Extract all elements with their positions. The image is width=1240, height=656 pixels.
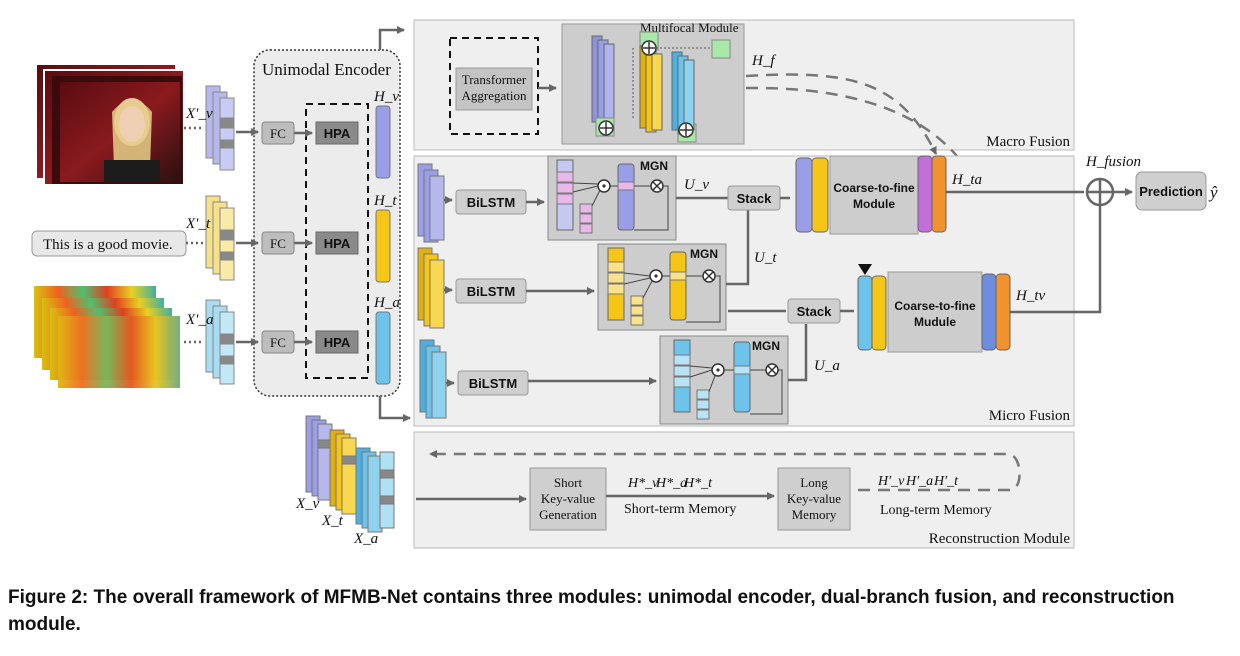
xv-prime-stack: [205, 85, 235, 171]
macro-fusion-title: Macro Fusion: [986, 134, 1070, 150]
input-arrows: [184, 126, 204, 344]
ha-label: H_a: [373, 295, 400, 311]
xa-prime-stack: [205, 299, 235, 385]
ht-feature: [375, 209, 391, 283]
micro-fusion-title: Micro Fusion: [989, 408, 1071, 424]
transformer-aggregation-line2: Aggregation: [462, 88, 527, 103]
hta-label: H_ta: [951, 172, 982, 188]
stack-2: Stack: [728, 298, 854, 324]
bilstm-audio-label: BiLSTM: [469, 376, 517, 391]
hf-label: H_f: [751, 53, 776, 69]
ht-star-label: H*_t: [683, 476, 713, 491]
fc-text-label: FC: [270, 236, 286, 251]
reconstruction-panel: Reconstruction Module Short Key-value Ge…: [413, 431, 1075, 549]
encoder-output-arrows: [378, 26, 411, 422]
framework-diagram: This is a good movie. X′_v X′_t X′_a: [31, 19, 1218, 549]
xt-label: X_t: [321, 513, 344, 529]
fusion-output: H_fusion Prediction ŷ: [1085, 154, 1218, 211]
ua-label: U_a: [814, 358, 840, 374]
ctf-2-line1: Coarse-to-fine: [894, 299, 976, 313]
uv-label: U_v: [684, 177, 709, 193]
mgn-audio-label: MGN: [752, 339, 780, 353]
short-term-memory-label: Short-term Memory: [624, 502, 736, 517]
ctf-2-line2: Mudule: [914, 315, 956, 329]
prediction-label: Prediction: [1139, 184, 1203, 199]
hv-feature: [375, 105, 391, 179]
fc-audio-label: FC: [270, 335, 286, 350]
xa-label: X_a: [353, 531, 378, 547]
short-kv-line1: Short: [554, 475, 583, 490]
visual-branch: BiLSTM MGN U_v: [417, 155, 728, 243]
mgn-visual-label: MGN: [640, 159, 668, 173]
video-input: [35, 63, 185, 186]
hv-prime-label: H′_v: [877, 474, 905, 489]
bilstm-audio: [457, 370, 529, 396]
stack-1: Stack: [727, 185, 790, 211]
reconstruction-title: Reconstruction Module: [929, 531, 1071, 547]
prediction-block: [1135, 171, 1207, 211]
long-term-memory-label: Long-term Memory: [880, 503, 992, 518]
text-input-label: This is a good movie.: [43, 237, 173, 253]
text-branch: BiLSTM MGN U_t: [417, 210, 777, 331]
hv-star-label: H*_v: [627, 476, 659, 491]
stack-1-label: Stack: [737, 191, 772, 206]
hpa-visual: [315, 121, 359, 145]
audio-branch: BiLSTM MGN U_a: [419, 324, 840, 425]
ha-prime-label: H′_a: [905, 474, 933, 489]
ut-label: U_t: [754, 250, 777, 266]
xt-prime-label: X′_t: [185, 216, 211, 232]
hpa-audio-label: HPA: [324, 335, 351, 350]
audio-input: [34, 286, 180, 388]
ctf-1-line1: Coarse-to-fine: [833, 181, 915, 195]
ha-star-label: H*_a: [655, 476, 687, 491]
hpa-audio: [315, 330, 359, 354]
figure-caption: Figure 2: The overall framework of MFMB-…: [8, 587, 1175, 635]
long-kv-line1: Long: [800, 475, 828, 490]
bilstm-visual-label: BiLSTM: [467, 195, 515, 210]
hfusion-label: H_fusion: [1085, 154, 1141, 170]
hv-label: H_v: [373, 89, 399, 105]
xt-prime-stack: [205, 195, 235, 281]
short-kv-line2: Key-value: [541, 491, 595, 506]
xv-prime-label: X′_v: [185, 106, 213, 122]
multifocal-module-title: Multifocal Module: [640, 20, 739, 35]
raw-feature-stacks: [305, 415, 395, 533]
unimodal-encoder-title: Unimodal Encoder: [262, 60, 391, 79]
fc-visual-label: FC: [270, 126, 286, 141]
ht-label: H_t: [373, 193, 397, 209]
coarse-to-fine-module-1: Coarse-to-fine Module H_ta: [795, 155, 1084, 235]
hpa-text-label: HPA: [324, 236, 351, 251]
long-kv-line2: Key-value: [787, 491, 841, 506]
stack-2-label: Stack: [797, 304, 832, 319]
mgn-text-label: MGN: [690, 247, 718, 261]
macro-fusion-panel: Macro Fusion Transformer Aggregation Mul…: [413, 19, 1075, 151]
hpa-text: [315, 231, 359, 255]
long-kv-line3: Memory: [792, 507, 837, 522]
ctf-1-line2: Module: [853, 197, 895, 211]
short-kv-line3: Generation: [539, 507, 597, 522]
xv-label: X_v: [295, 496, 320, 512]
text-input: This is a good movie.: [31, 230, 187, 257]
ht-prime-label: H′_t: [933, 474, 959, 489]
coarse-to-fine-module-2: Coarse-to-fine Mudule H_tv: [857, 206, 1102, 353]
yhat-label: ŷ: [1208, 183, 1218, 202]
hpa-visual-label: HPA: [324, 126, 351, 141]
xa-prime-label: X′_a: [185, 312, 213, 328]
encoder-rows: FC HPA H_v FC HPA H_t FC HPA H_a: [236, 89, 400, 385]
htv-label: H_tv: [1015, 288, 1046, 304]
ha-feature: [375, 311, 391, 385]
transformer-aggregation-line1: Transformer: [462, 72, 527, 87]
bilstm-text-label: BiLSTM: [467, 284, 515, 299]
